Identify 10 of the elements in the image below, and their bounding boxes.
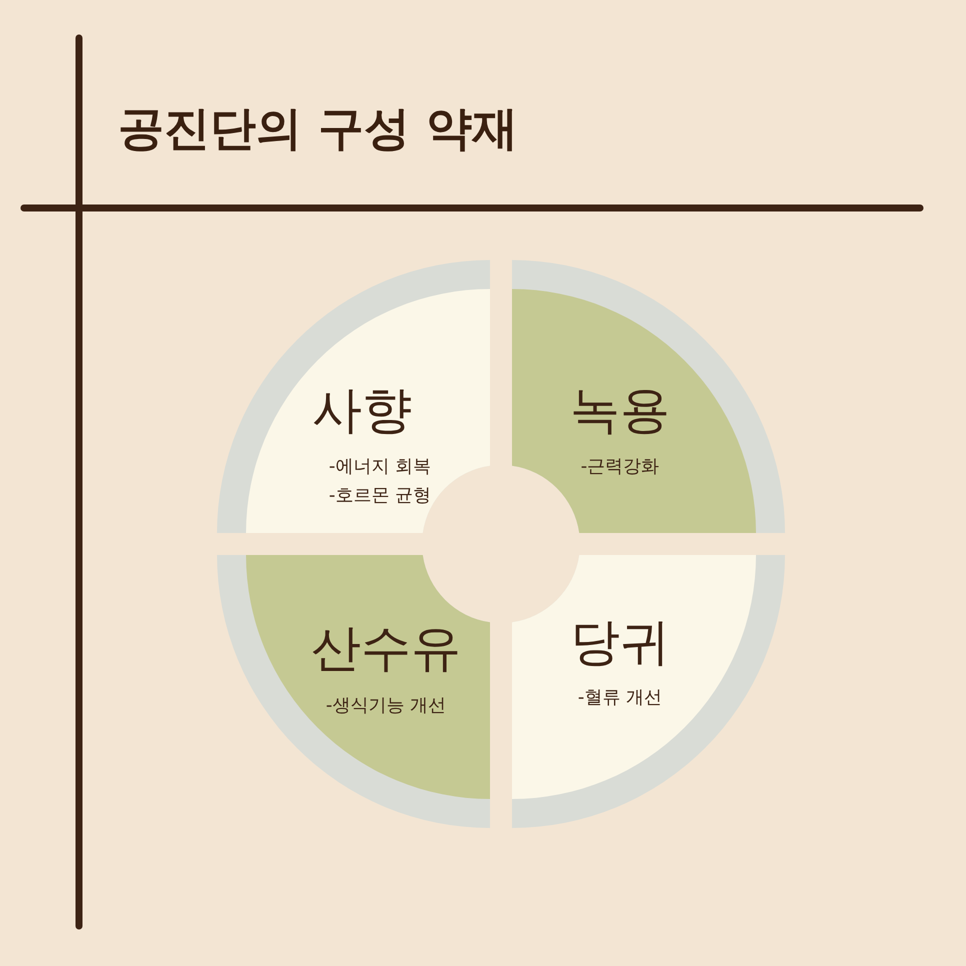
effect-text: -혈류 개선 (576, 686, 664, 710)
effect-text: -에너지 회복 (328, 455, 432, 479)
effect-text: -호르몬 균형 (328, 484, 432, 508)
effect-text: -근력강화 (580, 455, 660, 479)
herb-name: 녹용 (569, 380, 671, 440)
title: 공진단의 구성 약재 (118, 100, 518, 157)
herb-name: 당귀 (569, 612, 671, 672)
effect-text: -생식기능 개선 (324, 694, 448, 718)
herb-name: 사향 (311, 380, 413, 440)
herb-name: 산수유 (310, 618, 462, 678)
